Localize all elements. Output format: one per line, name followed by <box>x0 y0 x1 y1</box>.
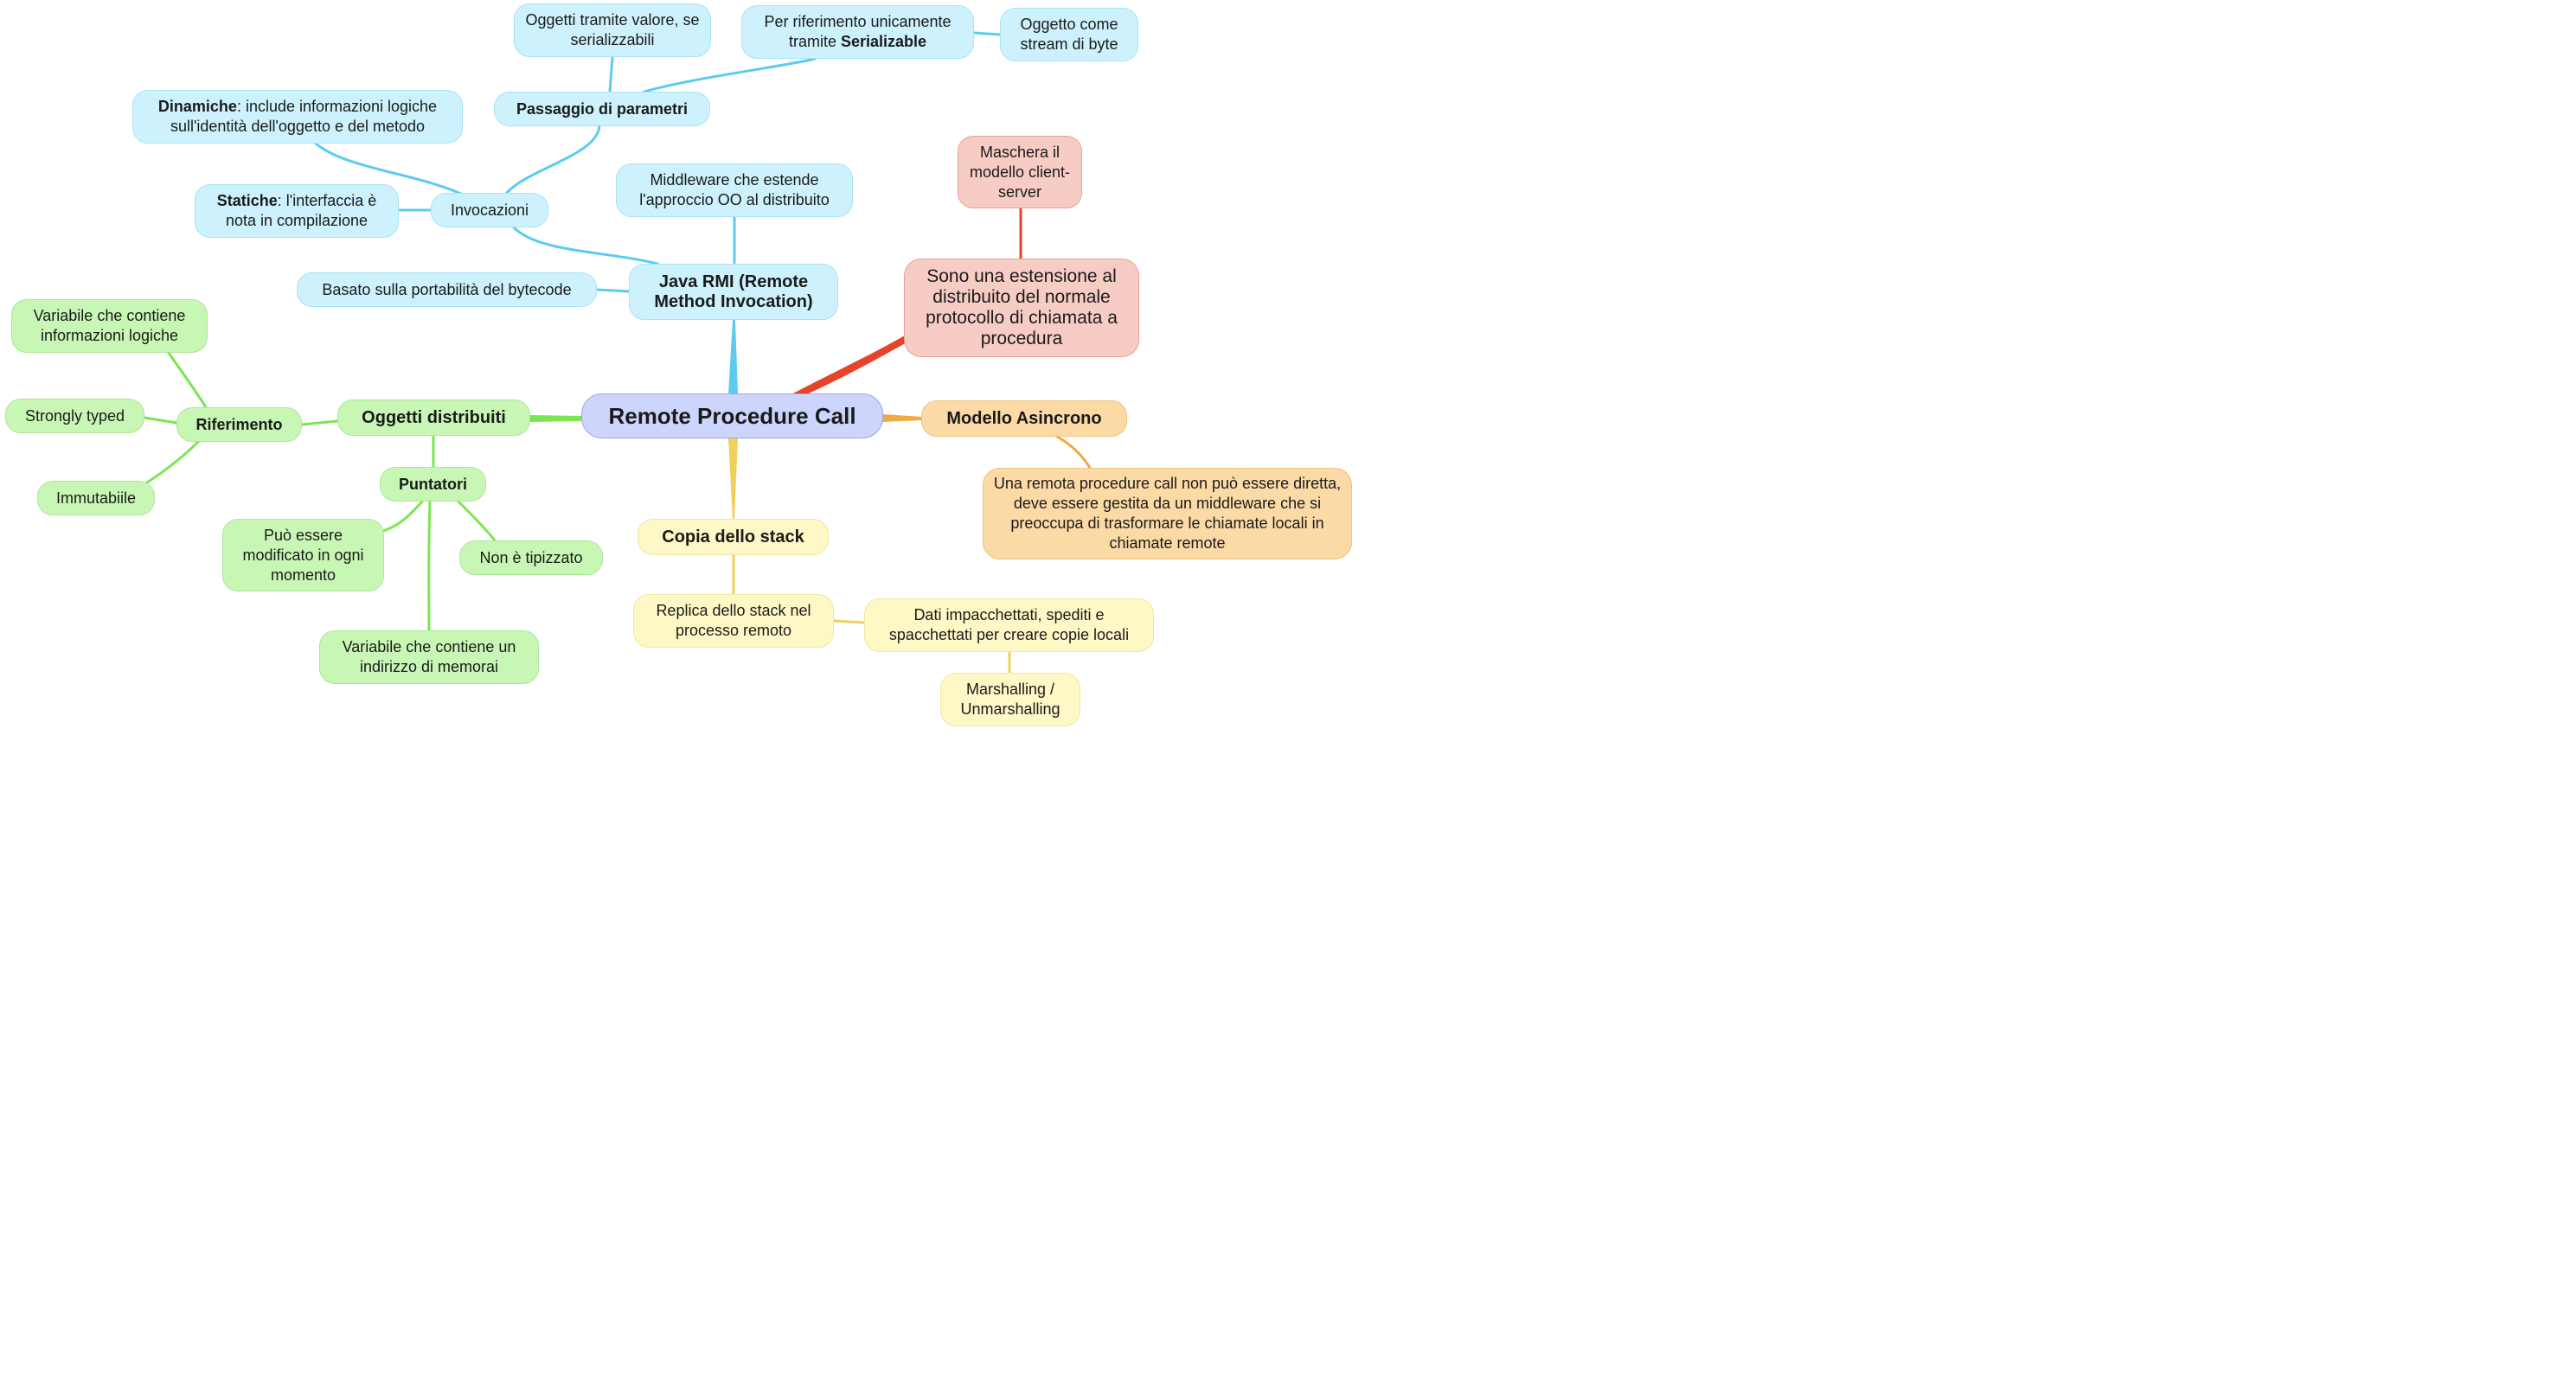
marshalling-node[interactable]: Marshalling / Unmarshalling <box>940 673 1080 726</box>
immutabile-label: Immutabiile <box>55 489 137 507</box>
link-riferimento-typed <box>143 416 178 425</box>
puntatori-node[interactable]: Puntatori <box>380 467 486 502</box>
link-puntatori-modificato <box>381 500 424 533</box>
mind-map: Remote Procedure Call Java RMI (Remote M… <box>0 0 1356 731</box>
dati-node[interactable]: Dati impacchettati, spediti e spacchetta… <box>864 598 1154 652</box>
bytecode-label: Basato sulla portabilità del bytecode <box>322 280 572 298</box>
java-rmi-label: Java RMI (Remote Method Invocation) <box>654 272 813 311</box>
riferimento-serializable-text: Per riferimento unicamente tramite Seria… <box>749 12 966 52</box>
copia-stack-node[interactable]: Copia dello stack <box>638 519 829 555</box>
link-oggetti-riferimento <box>300 419 339 426</box>
root-label: Remote Procedure Call <box>608 402 856 429</box>
bytecode-node[interactable]: Basato sulla portabilità del bytecode <box>297 272 597 307</box>
replica-label: Replica dello stack nel processo remoto <box>656 602 811 639</box>
connector-layer <box>143 31 1092 674</box>
link-root-oggetti <box>529 415 583 422</box>
statiche-node[interactable]: Statiche: l'interfaccia è nota in compil… <box>195 184 399 238</box>
maschera-node[interactable]: Maschera il modello client-server <box>958 136 1082 208</box>
passaggio-label: Passaggio di parametri <box>516 99 689 118</box>
modello-asincrono-node[interactable]: Modello Asincrono <box>921 400 1127 437</box>
dinamiche-text: Dinamiche: include informazioni logiche … <box>140 97 455 137</box>
statiche-rest: : l'interfaccia è nota in compilazione <box>225 192 377 229</box>
stream-label: Oggetto come stream di byte <box>1020 16 1118 53</box>
oggetti-distribuiti-label: Oggetti distribuiti <box>362 407 506 427</box>
link-rmi-invocazioni <box>511 225 659 265</box>
riferimento-label: Riferimento <box>195 415 283 433</box>
link-passaggio-riferimento <box>643 57 817 93</box>
strongly-typed-node[interactable]: Strongly typed <box>5 399 144 433</box>
strongly-typed-label: Strongly typed <box>24 406 125 425</box>
link-invocazioni-dinamiche <box>314 142 465 196</box>
link-rmi-bytecode <box>595 288 631 293</box>
link-root-java-rmi <box>728 320 738 394</box>
link-puntatori-indirizzo <box>427 500 432 632</box>
root-node[interactable]: Remote Procedure Call <box>581 393 883 438</box>
asincrono-desc-label: Una remota procedure call non può essere… <box>993 475 1342 552</box>
valore-node[interactable]: Oggetti tramite valore, se serializzabil… <box>514 3 711 57</box>
dinamiche-bold: Dinamiche <box>157 98 237 115</box>
replica-node[interactable]: Replica dello stack nel processo remoto <box>633 594 834 648</box>
variabile-logiche-label: Variabile che contiene informazioni logi… <box>33 307 186 344</box>
statiche-text: Statiche: l'interfaccia è nota in compil… <box>202 191 391 231</box>
link-riferimento-variabile <box>167 351 208 409</box>
indirizzo-node[interactable]: Variabile che contiene un indirizzo di m… <box>319 630 539 684</box>
link-puntatori-tipizzato <box>457 500 497 542</box>
riferimento-serializable-rest: Per riferimento unicamente tramite <box>764 13 952 50</box>
tipizzato-node[interactable]: Non è tipizzato <box>459 540 603 575</box>
riferimento-serializable-node[interactable]: Per riferimento unicamente tramite Seria… <box>741 5 974 59</box>
valore-label: Oggetti tramite valore, se serializzabil… <box>525 11 700 48</box>
middleware-label: Middleware che estende l'approccio OO al… <box>639 171 830 208</box>
modificato-node[interactable]: Può essere modificato in ogni momento <box>222 519 384 591</box>
estensione-label: Sono una estensione al distribuito del n… <box>926 266 1118 348</box>
maschera-label: Maschera il modello client-server <box>969 143 1071 201</box>
statiche-bold: Statiche <box>216 192 278 209</box>
tipizzato-label: Non è tipizzato <box>479 548 583 566</box>
link-root-asincrono <box>882 414 922 422</box>
dinamiche-node[interactable]: Dinamiche: include informazioni logiche … <box>132 90 463 144</box>
java-rmi-node[interactable]: Java RMI (Remote Method Invocation) <box>629 264 838 320</box>
link-passaggio-valore <box>608 55 614 93</box>
puntatori-label: Puntatori <box>399 475 467 493</box>
estensione-node[interactable]: Sono una estensione al distribuito del n… <box>904 259 1139 357</box>
immutabile-node[interactable]: Immutabiile <box>37 481 155 515</box>
passaggio-node[interactable]: Passaggio di parametri <box>494 92 710 126</box>
riferimento-node[interactable]: Riferimento <box>176 407 302 442</box>
modello-asincrono-label: Modello Asincrono <box>946 408 1102 428</box>
link-riferimento-stream <box>972 31 1002 36</box>
oggetti-distribuiti-node[interactable]: Oggetti distribuiti <box>337 399 530 436</box>
link-riferimento-immutabile <box>145 439 201 484</box>
marshalling-label: Marshalling / Unmarshalling <box>960 681 1061 718</box>
modificato-label: Può essere modificato in ogni momento <box>242 526 364 584</box>
asincrono-desc-node[interactable]: Una remota procedure call non può essere… <box>983 468 1352 559</box>
indirizzo-label: Variabile che contiene un indirizzo di m… <box>342 638 516 675</box>
link-replica-dati <box>832 619 866 624</box>
link-asincrono-desc <box>1055 435 1092 470</box>
link-root-stack <box>728 438 738 519</box>
invocazioni-label: Invocazioni <box>450 201 529 219</box>
link-invocazioni-passaggio <box>504 125 601 195</box>
dati-label: Dati impacchettati, spediti e spacchetta… <box>888 606 1130 643</box>
invocazioni-node[interactable]: Invocazioni <box>431 193 548 227</box>
variabile-logiche-node[interactable]: Variabile che contiene informazioni logi… <box>11 299 208 353</box>
dinamiche-rest: : include informazioni logiche sull'iden… <box>170 98 438 135</box>
copia-stack-label: Copia dello stack <box>662 527 804 546</box>
stream-node[interactable]: Oggetto come stream di byte <box>1000 8 1138 61</box>
middleware-node[interactable]: Middleware che estende l'approccio OO al… <box>616 163 853 217</box>
link-root-estensione <box>791 336 908 396</box>
serializable-bold: Serializable <box>840 33 927 50</box>
